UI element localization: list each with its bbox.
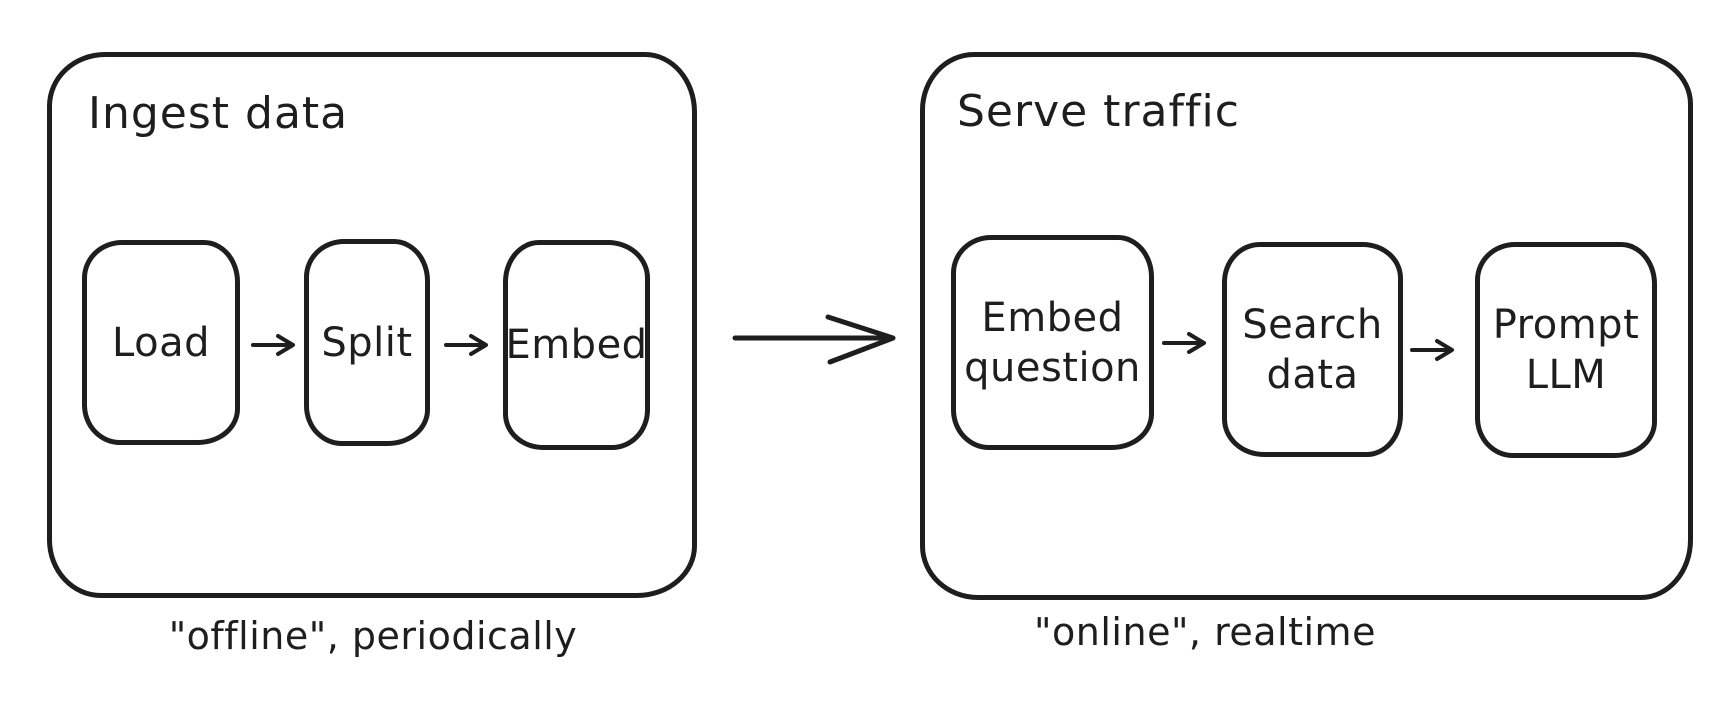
node-prompt-llm-label: Prompt LLM	[1492, 302, 1640, 398]
ingest-caption: "offline", periodically	[168, 614, 578, 658]
ingest-group-title: Ingest data	[88, 88, 349, 139]
serve-group-title: Serve traffic	[957, 86, 1240, 137]
arrow-right-icon	[1410, 334, 1458, 366]
node-load-label: Load	[112, 319, 210, 366]
node-search-data-label: Search data	[1242, 301, 1383, 398]
node-embed: Embed	[503, 240, 650, 450]
node-split-label: Split	[321, 319, 413, 366]
node-embed-question: Embed question	[951, 235, 1154, 450]
node-embed-question-label: Embed question	[964, 294, 1141, 391]
arrow-right-icon	[251, 329, 299, 361]
node-embed-label: Embed	[505, 322, 648, 368]
arrow-right-icon	[1162, 327, 1210, 359]
node-search-data: Search data	[1222, 242, 1403, 457]
long-arrow-right-icon	[730, 308, 900, 370]
node-prompt-llm: Prompt LLM	[1475, 242, 1657, 458]
serve-caption: "online", realtime	[1034, 610, 1376, 654]
node-load: Load	[82, 240, 240, 445]
arrow-right-icon	[444, 329, 492, 361]
node-split: Split	[304, 239, 430, 446]
